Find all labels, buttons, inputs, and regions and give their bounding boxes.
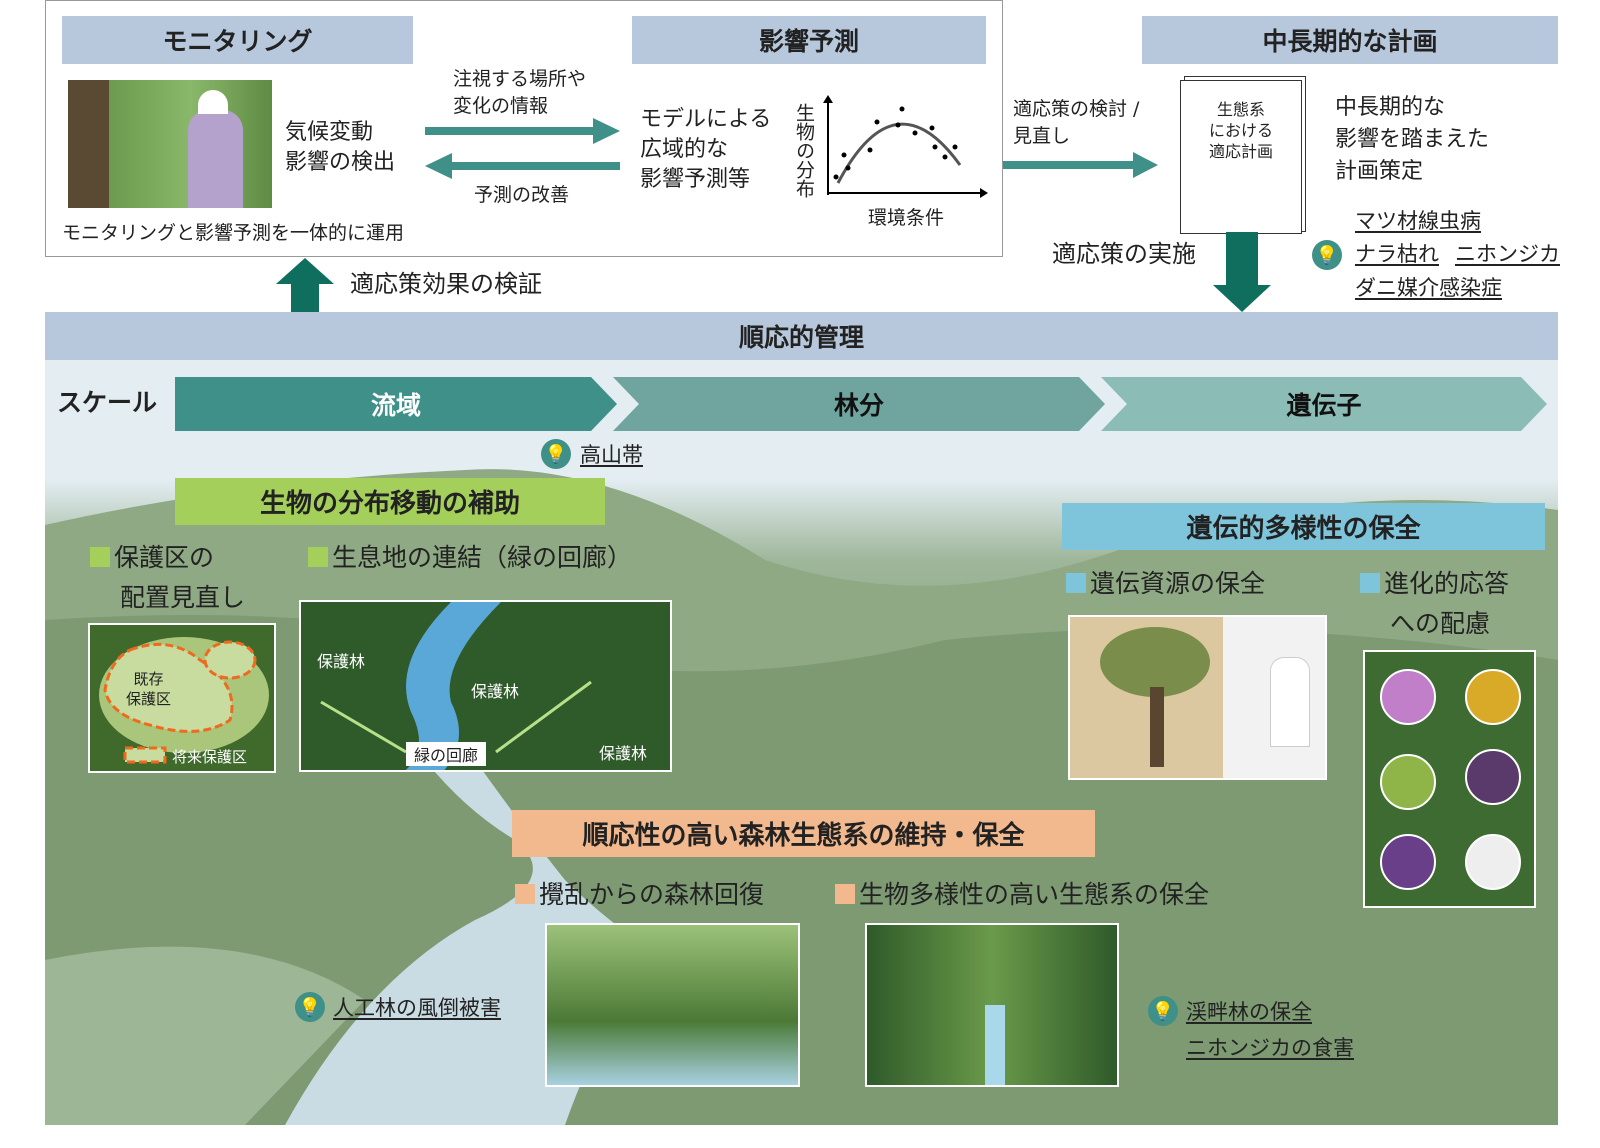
back-arrow-label: 予測の改善 xyxy=(474,184,570,206)
link-deer-damage[interactable]: ニホンジカの食害 xyxy=(1186,1036,1354,1060)
scale-gene: 遺伝子 xyxy=(1101,377,1547,431)
biodiversity-item: 生物多様性の高い生態系の保全 xyxy=(835,875,1209,915)
prediction-header: 影響予測 xyxy=(632,16,986,64)
link-tick-disease[interactable]: ダニ媒介感染症 xyxy=(1355,276,1502,300)
lightbulb-icon: 💡 xyxy=(541,439,571,469)
monitoring-text: 気候変動影響の検出 xyxy=(285,120,396,175)
link-riparian[interactable]: 渓畔林の保全 xyxy=(1186,1000,1312,1024)
top-panel xyxy=(45,0,1003,257)
scale-stand: 林分 xyxy=(613,377,1105,431)
scale-watershed: 流域 xyxy=(175,377,617,431)
monitoring-caption: モニタリングと影響予測を一体的に運用 xyxy=(62,222,405,244)
implement-arrow-icon xyxy=(1213,232,1271,312)
back-arrow-icon xyxy=(425,153,620,179)
protected-area-map: 既存保護区 将来保護区 xyxy=(88,623,276,773)
link-pine-wilt[interactable]: マツ材線虫病 xyxy=(1355,209,1481,233)
monitoring-header: モニタリング xyxy=(62,16,413,64)
riparian-forest-illustration xyxy=(865,923,1119,1087)
corridor-item: 生息地の連結（緑の回廊） xyxy=(308,538,632,578)
evolutionary-response-item: 進化的応答への配慮 xyxy=(1360,564,1509,644)
verify-arrow-icon xyxy=(276,258,334,312)
lightbulb-icon: 💡 xyxy=(1312,240,1342,270)
link-oak-wilt[interactable]: ナラ枯れ xyxy=(1355,242,1439,266)
green-corridor-illustration: 保護林 保護林 保護林 緑の回廊 xyxy=(299,600,672,772)
prediction-text: モデルによる広域的な影響予測等 xyxy=(640,107,772,192)
link-windthrow[interactable]: 人工林の風倒被害 xyxy=(333,996,501,1020)
plan-header: 中長期的な計画 xyxy=(1142,16,1558,64)
adaptive-management-banner: 順応的管理 xyxy=(45,312,1558,360)
genetic-title: 遺伝的多様性の保全 xyxy=(1062,503,1545,550)
lightbulb-icon: 💡 xyxy=(1148,996,1178,1026)
forest-recovery-illustration xyxy=(545,923,800,1087)
evolution-plants-illustration xyxy=(1363,650,1536,908)
monitoring-photo xyxy=(68,80,272,208)
plan-text: 中長期的な影響を踏まえた計画策定 xyxy=(1335,95,1490,184)
scale-label: スケール xyxy=(57,388,158,417)
review-label: 適応策の検討 /見直し xyxy=(1013,98,1140,147)
link-alpine[interactable]: 高山帯 xyxy=(580,443,643,467)
forward-arrow-icon xyxy=(425,118,620,144)
plan-document-front: 生態系における適応計画 xyxy=(1180,80,1302,234)
resilient-forest-title: 順応性の高い森林生態系の維持・保全 xyxy=(512,810,1095,857)
implement-label: 適応策の実施 xyxy=(1052,240,1196,268)
verify-label: 適応策効果の検証 xyxy=(350,270,542,298)
disturbance-recovery-item: 攪乱からの森林回復 xyxy=(515,875,764,915)
gene-resource-illustration xyxy=(1068,615,1327,780)
protected-area-item: 保護区の配置見直し xyxy=(90,538,245,618)
chart-xlabel: 環境条件 xyxy=(868,207,945,229)
review-arrow-icon xyxy=(1003,152,1158,178)
forward-arrow-label: 注視する場所や変化の情報 xyxy=(453,68,587,117)
distribution-title: 生物の分布移動の補助 xyxy=(175,478,605,525)
genetic-resources-item: 遺伝資源の保全 xyxy=(1066,564,1265,604)
link-sika-deer[interactable]: ニホンジカ xyxy=(1455,242,1560,266)
chart-ylabel: 生物の分布 xyxy=(793,103,815,198)
distribution-chart xyxy=(823,95,988,198)
lightbulb-icon: 💡 xyxy=(295,992,325,1022)
